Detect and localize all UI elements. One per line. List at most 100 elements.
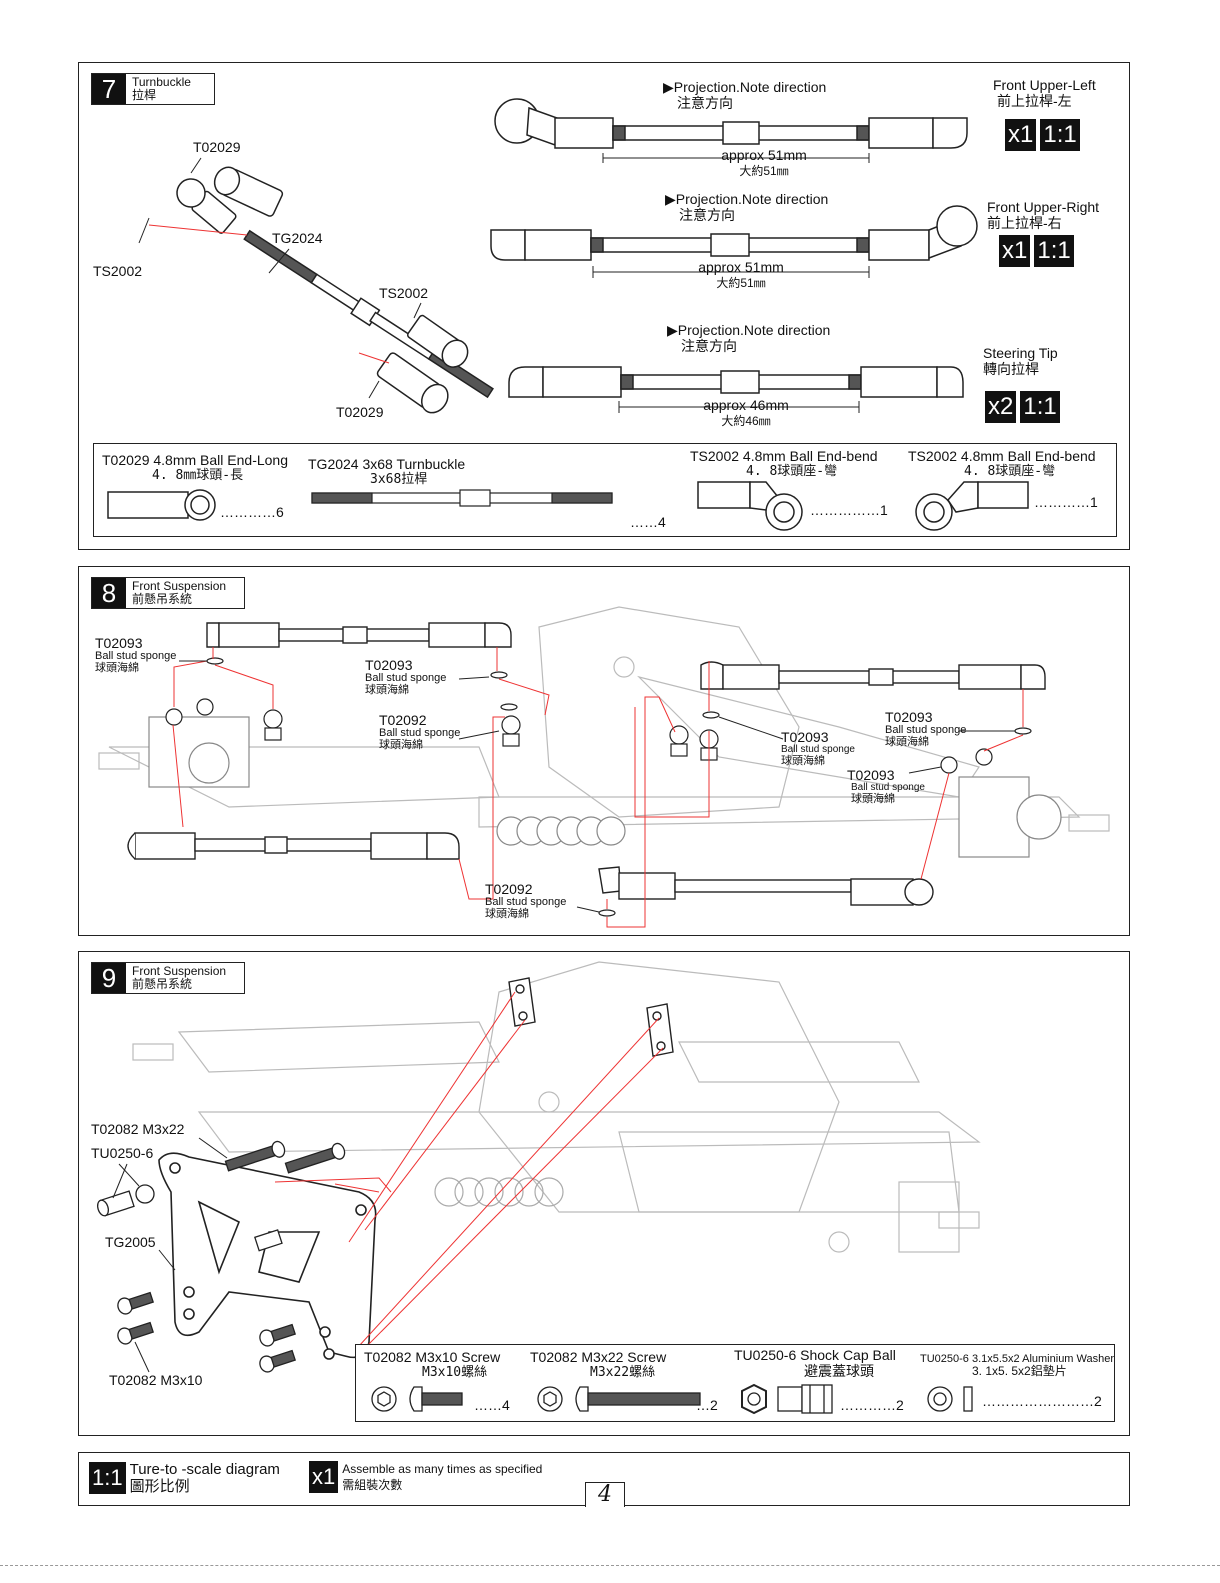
legend-qty-badge: x1 — [309, 1461, 339, 1493]
part-m3x22-name: T02082 M3x22 Screw — [530, 1349, 667, 1365]
step7-title-en: Turnbuckle — [132, 75, 191, 89]
legend-scale-badge: 1:1 — [89, 1462, 126, 1494]
part-tg2024-icon — [311, 489, 613, 507]
callout-t02093-1: T02093 Ball stud sponge 球頭海綿 — [95, 635, 177, 674]
legend-scale-en: Ture-to -scale diagram — [129, 1461, 280, 1478]
part-shock-cap-ball-icon — [741, 1383, 833, 1415]
part-tg2024-zh: 3x68拉桿 — [370, 472, 428, 487]
part-shock-cap-ball-name: TU0250-6 Shock Cap Ball — [734, 1347, 896, 1363]
part-m3x22-screw: T02082 M3x22 Screw M3x22螺絲 — [530, 1349, 666, 1381]
callout-t02093-2: T02093 Ball stud sponge 球頭海綿 — [365, 657, 447, 696]
callout-t02093-3: T02093 Ball stud sponge 球頭海綿 — [781, 729, 855, 767]
row2-name-en: Front Upper-Right — [987, 199, 1100, 215]
part-tg2024-name: TG2024 3x68 Turnbuckle — [308, 456, 466, 472]
label-t02029-bottom: T02029 — [336, 404, 384, 420]
label-tu0250-6: TU0250-6 — [91, 1145, 154, 1161]
part-alu-washer-name: TU0250-6 3.1x5.5x2 Aluminium Washer — [920, 1353, 1115, 1365]
legend-qty: x1 Assemble as many times as specified 需… — [309, 1461, 542, 1493]
row2-note-zh: 注意方向 — [679, 207, 735, 223]
turnbuckle-exploded-illustration — [138, 157, 494, 414]
part-ts2002-a-name: TS2002 4.8mm Ball End-bend — [690, 448, 878, 464]
part-alu-washer: TU0250-6 3.1x5.5x2 Aluminium Washer 3. 1… — [920, 1353, 1114, 1377]
part-tg2024-count: ……4 — [630, 514, 666, 530]
row3-name-en: Steering Tip — [983, 345, 1058, 361]
row3-note-en: Projection.Note direction — [677, 322, 831, 338]
part-ts2002-b-zh: 4. 8球頭座-彎 — [964, 464, 1056, 479]
step9-parts-list: T02082 M3x10 Screw M3x10螺絲 ……4 T02082 M3… — [355, 1344, 1115, 1422]
steering-tip-rod-drawing — [508, 366, 964, 413]
step9-title: Front Suspension 前懸吊系統 — [126, 963, 244, 993]
row3-name: Steering Tip 轉向拉桿 — [983, 345, 1058, 377]
row1-name-zh: 前上拉桿-左 — [997, 93, 1072, 109]
row3-name-zh: 轉向拉桿 — [983, 361, 1039, 377]
part-ts2002-b-count: …………1 — [1034, 494, 1098, 510]
callout-t02093-5: T02093 Ball stud sponge 球頭海綿 — [847, 767, 925, 805]
label-t02082-m3x10: T02082 M3x10 — [109, 1372, 203, 1388]
step7-title-zh: 拉桿 — [132, 88, 157, 102]
step8-panel: 8 Front Suspension 前懸吊系統 — [78, 566, 1130, 936]
row1-note-zh: 注意方向 — [677, 95, 733, 111]
part-shock-cap-ball-count: …………2 — [840, 1397, 904, 1413]
part-tg2024: TG2024 3x68 Turnbuckle 3x68拉桿 — [308, 456, 465, 488]
step8-title-zh: 前懸吊系統 — [132, 592, 193, 606]
legend-footer: 1:1 Ture-to -scale diagram 圖形比例 x1 Assem… — [78, 1452, 1130, 1506]
front-upper-right-rod-drawing — [490, 205, 978, 278]
row2-name: Front Upper-Right 前上拉桿-右 — [987, 199, 1099, 231]
step8-header: 8 Front Suspension 前懸吊系統 — [91, 577, 245, 609]
row3-length-en: approx 46mm — [703, 397, 789, 413]
callout-t02093-4: T02093 Ball stud sponge 球頭海綿 — [885, 709, 967, 748]
row1-name-en: Front Upper-Left — [993, 77, 1096, 93]
row1-length-zh: 大約51㎜ — [739, 164, 789, 178]
part-ts2002-b-name: TS2002 4.8mm Ball End-bend — [908, 448, 1096, 464]
part-t02029-icon — [107, 489, 216, 521]
step8-title: Front Suspension 前懸吊系統 — [126, 578, 244, 608]
row2-length-en: approx 51mm — [698, 259, 784, 275]
callout-t02092-1: T02092 Ball stud sponge 球頭海綿 — [379, 712, 461, 751]
row2-length: approx 51mm 大約51㎜ — [676, 259, 806, 291]
label-tg2024: TG2024 — [272, 230, 323, 246]
step9-title-zh: 前懸吊系統 — [132, 977, 193, 991]
row3-note: ▶Projection.Note direction 注意方向 — [667, 322, 831, 354]
part-ts2002-b-icon — [915, 481, 1029, 531]
label-t02082-m3x22: T02082 M3x22 — [91, 1121, 185, 1137]
part-m3x22-icon — [537, 1386, 701, 1412]
page-number: 4 — [585, 1482, 625, 1507]
front-upper-left-rod-drawing — [494, 98, 968, 163]
step7-title: Turnbuckle 拉桿 — [126, 74, 214, 104]
step9-panel: 9 Front Suspension 前懸吊系統 — [78, 951, 1130, 1436]
callout-t02092-2: T02092 Ball stud sponge 球頭海綿 — [485, 881, 567, 920]
part-alu-washer-count: ……………………2 — [982, 1393, 1102, 1409]
step9-number: 9 — [92, 963, 126, 993]
label-ts2002-right: TS2002 — [379, 285, 429, 301]
part-ts2002-a-icon — [697, 481, 803, 531]
row1-length-en: approx 51mm — [721, 147, 807, 163]
part-t02029-count: …………6 — [220, 504, 284, 520]
row3-scale-badge: 1:1 — [1020, 391, 1060, 423]
part-t02029-name: T02029 4.8mm Ball End-Long — [102, 452, 288, 468]
part-shock-cap-ball-zh: 避震蓋球頭 — [804, 1363, 874, 1379]
step9-title-en: Front Suspension — [132, 964, 227, 978]
row1-name: Front Upper-Left 前上拉桿-左 — [993, 77, 1096, 109]
part-t02029-zh: 4. 8㎜球頭-長 — [152, 468, 244, 483]
step8-title-en: Front Suspension — [132, 579, 227, 593]
row1-scale-badge: 1:1 — [1040, 119, 1080, 151]
page-edge-dashed-line — [0, 1565, 1220, 1566]
row3-qty-badge: x2 — [985, 391, 1017, 423]
part-m3x10-icon — [371, 1386, 463, 1412]
step7-panel: 7 Turnbuckle 拉桿 — [78, 62, 1130, 550]
part-m3x22-count: …2 — [696, 1397, 718, 1413]
row2-name-zh: 前上拉桿-右 — [987, 215, 1062, 231]
part-t02029: T02029 4.8mm Ball End-Long 4. 8㎜球頭-長 — [102, 452, 288, 484]
row3-note-zh: 注意方向 — [681, 338, 737, 354]
row3-length: approx 46mm 大約46㎜ — [681, 397, 811, 429]
part-ts2002-b: TS2002 4.8mm Ball End-bend 4. 8球頭座-彎 — [908, 448, 1096, 480]
shock-tower-assembly-illustration — [96, 961, 981, 1373]
row1-note-en: Projection.Note direction — [673, 79, 827, 95]
part-shock-cap-ball: TU0250-6 Shock Cap Ball 避震蓋球頭 — [734, 1347, 896, 1379]
part-m3x10-zh: M3x10螺絲 — [422, 1365, 488, 1380]
step7-header: 7 Turnbuckle 拉桿 — [91, 73, 215, 105]
row3-length-zh: 大約46㎜ — [721, 414, 771, 428]
label-ts2002-left: TS2002 — [93, 263, 143, 279]
